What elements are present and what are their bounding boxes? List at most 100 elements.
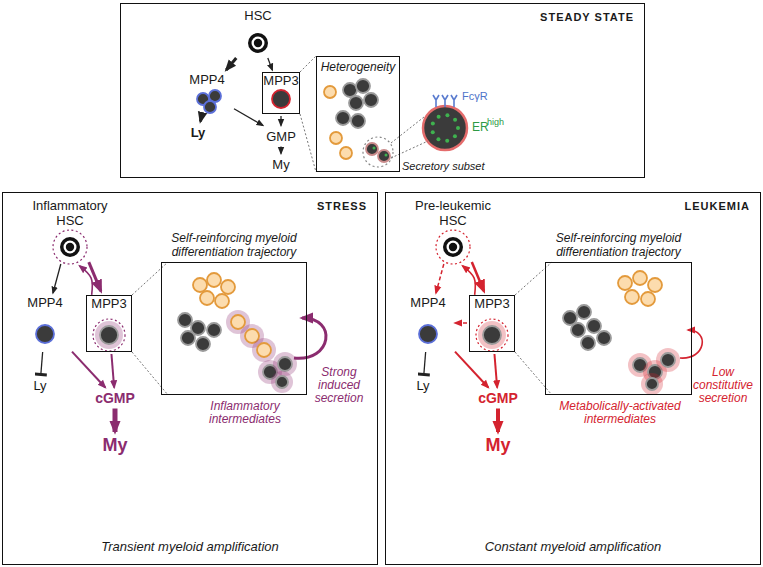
zoom-line (300, 56, 316, 72)
zoom-line (300, 114, 316, 172)
cell-glyph (95, 321, 123, 349)
cell-body (193, 278, 207, 292)
cell-glow (95, 321, 123, 349)
cell-glow (252, 338, 276, 362)
er-dot (445, 113, 449, 117)
cell-glyph (571, 323, 585, 337)
mpp3-cell: MPP3 (86, 295, 132, 352)
hsc-core (449, 243, 457, 251)
inhibition-connector (41, 352, 43, 375)
annotation: Strong induced secretion (304, 366, 374, 405)
cell-body (483, 326, 501, 344)
node-label: Self-reinforcing myeloid differentiation… (546, 231, 692, 259)
cell-glyph (641, 292, 655, 306)
zoom-line (515, 262, 552, 295)
cell-body (646, 378, 658, 390)
zoom-box: Self-reinforcing myeloid differentiation… (161, 262, 307, 395)
panel-caption: Transient myeloid amplification (3, 539, 377, 554)
hsc-core (66, 243, 74, 251)
cell-glyph (625, 290, 639, 304)
annotation: Low constitutive secretion (688, 366, 758, 405)
cell-glyph (351, 114, 365, 128)
cell-body (204, 101, 216, 113)
cell-body (661, 353, 675, 367)
secretory-cell (423, 95, 467, 150)
fc-receptor (433, 95, 439, 107)
node-label: Ly (416, 378, 429, 393)
cell-glyph (618, 276, 632, 290)
cell-glow (641, 373, 663, 395)
cell-body (178, 313, 192, 327)
node-label: HSC (238, 8, 278, 23)
cell-glyph (193, 278, 207, 292)
arrow-connector (200, 116, 201, 122)
node-label: My (102, 435, 127, 455)
mpp3-cell: MPP3 (262, 72, 300, 114)
cell-body (276, 376, 288, 388)
cell-glyph (419, 325, 437, 343)
cell-glyph (577, 305, 591, 319)
er-dot (436, 137, 440, 141)
cell-glyph (581, 336, 595, 350)
cell-glyph (641, 373, 663, 395)
er-dot (453, 118, 457, 122)
arrow-connector (463, 266, 476, 295)
cell-glyph (366, 143, 378, 155)
cell-body (378, 150, 390, 162)
cell-body (343, 83, 357, 97)
arrow-connector (112, 409, 117, 433)
cell-glyph (36, 325, 54, 343)
hsc-ring (64, 241, 77, 254)
hsc-ring (60, 237, 80, 257)
cell-glyph (356, 79, 370, 93)
er-dot (445, 139, 449, 143)
zoom-box: Self-reinforcing myeloid differentiation… (545, 262, 692, 395)
mpp3-cell: MPP3 (469, 295, 515, 352)
cell-body (221, 280, 235, 294)
arrow-connector (53, 264, 61, 293)
lineage-label: My (482, 434, 513, 456)
cgmp-label: cGMP (475, 390, 521, 407)
secretion-arrow (294, 318, 326, 358)
arrow-connector (494, 354, 497, 388)
steady-state-panel: HSCMPP4MPP3LyGMPMyHeterogeneitySTEADY ST… (120, 3, 645, 178)
fc-receptor (451, 95, 457, 107)
cell-body (231, 315, 245, 329)
cell-glyph (196, 337, 210, 351)
cell-body (351, 114, 365, 128)
er-dot (453, 134, 457, 138)
arrow-connector (268, 58, 273, 70)
lineage-label: Ly (413, 377, 432, 394)
cell-glyph (204, 101, 216, 113)
arrow-connector (80, 266, 93, 295)
node-label: MPP3 (87, 296, 131, 311)
organelle-label: ER (472, 121, 489, 134)
cell-glyph (200, 291, 214, 305)
lineage-label: My (269, 156, 292, 173)
zoom-line (391, 117, 424, 143)
node-label: My (485, 435, 510, 455)
cell-body (215, 294, 229, 308)
cell-glyph (248, 33, 268, 53)
cell-body (356, 79, 370, 93)
cell-glyph (656, 348, 680, 372)
panel-caption: Constant myeloid amplification (386, 539, 760, 554)
annotation: Metabolically-activated intermediates (550, 400, 690, 426)
node-label: cGMP (95, 391, 135, 406)
cell-body (577, 305, 591, 319)
node-label: Ly (33, 378, 46, 393)
cell-body (618, 276, 632, 290)
cell-glyph (633, 271, 647, 285)
node-label: MPP3 (263, 73, 299, 88)
dotted-halo (436, 230, 470, 264)
arrow-connector (436, 264, 444, 293)
mpp4-cell: MPP4 (403, 295, 453, 350)
cell-glyph (271, 371, 293, 393)
arrow-connector (234, 109, 263, 126)
arrow-connector (455, 352, 488, 388)
zoom-line (132, 262, 168, 295)
node-label: cGMP (478, 391, 518, 406)
cell-body (366, 143, 378, 155)
